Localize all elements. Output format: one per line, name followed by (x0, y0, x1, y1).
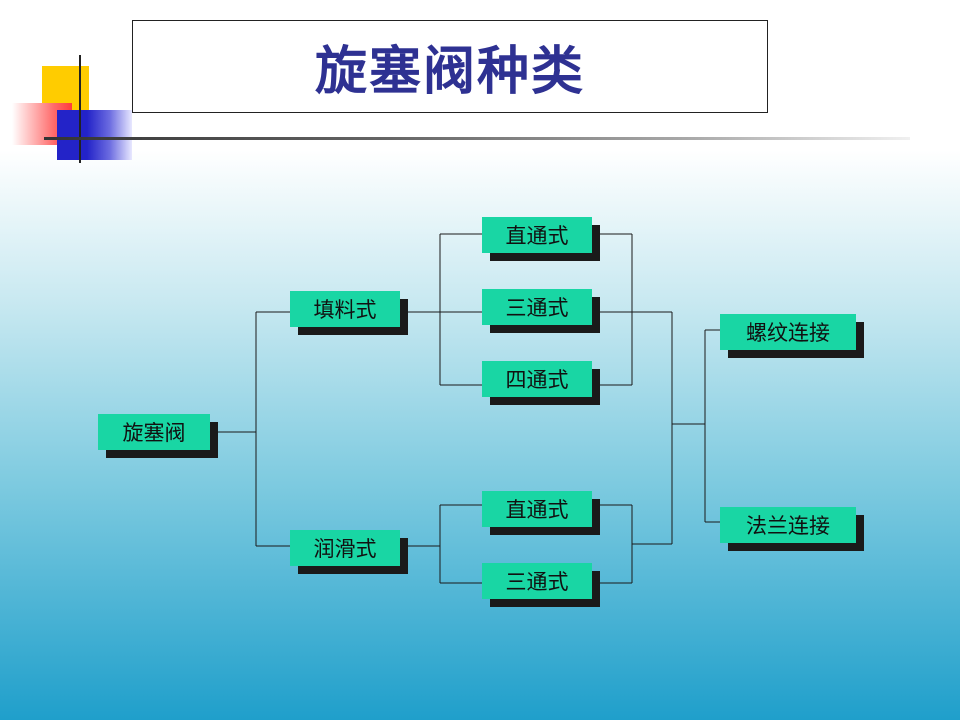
title-box: 旋塞阀种类 (132, 20, 768, 113)
node-branch-1-child-2: 三通式 (482, 289, 592, 325)
node-root: 旋塞阀 (98, 414, 210, 450)
node-connection-2: 法兰连接 (720, 507, 856, 543)
node-connection-1: 螺纹连接 (720, 314, 856, 350)
node-branch-1-child-3: 四通式 (482, 361, 592, 397)
title-underline (44, 137, 910, 140)
decor-vertical-line (79, 55, 81, 163)
node-branch-2-child-2: 三通式 (482, 563, 592, 599)
node-branch-1-child-1: 直通式 (482, 217, 592, 253)
page-title: 旋塞阀种类 (314, 41, 585, 102)
node-branch-2-child-1: 直通式 (482, 491, 592, 527)
node-branch-2: 润滑式 (290, 530, 400, 566)
node-branch-1: 填料式 (290, 291, 400, 327)
decor-blue-square (57, 110, 132, 160)
